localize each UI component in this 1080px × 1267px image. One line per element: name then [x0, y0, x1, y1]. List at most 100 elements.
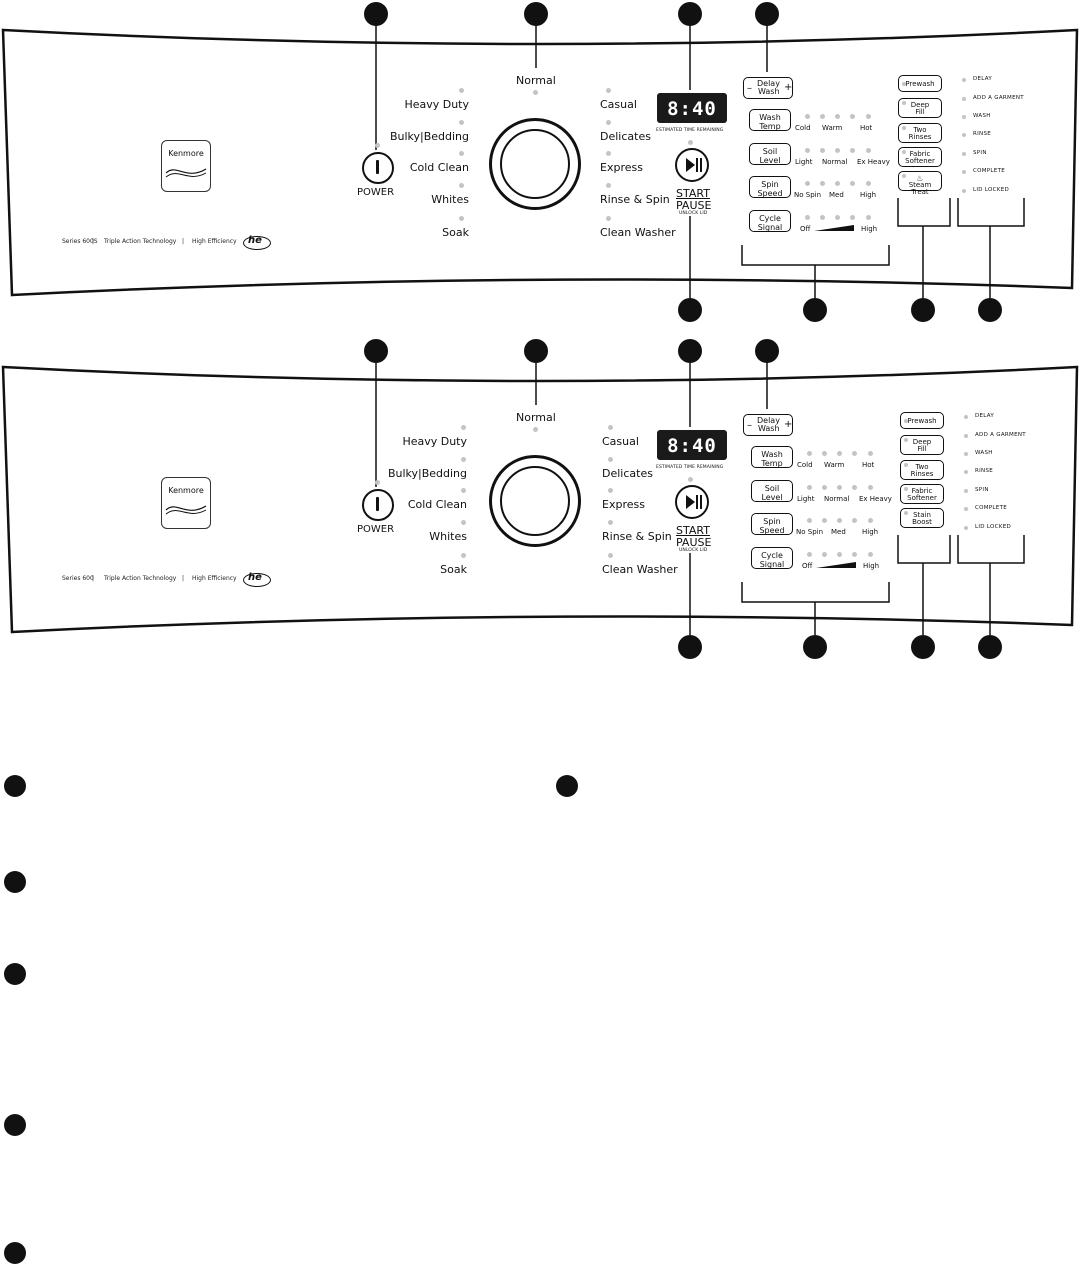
cycle-option[interactable]: Soak — [440, 563, 467, 576]
option-led — [902, 174, 906, 178]
status-led — [962, 78, 966, 82]
cycle-option[interactable]: Clean Washer — [602, 563, 678, 576]
efficiency-text: High Efficiency — [192, 575, 237, 582]
option-button[interactable]: Prewash — [900, 412, 944, 429]
cycle-led — [459, 120, 464, 125]
callout-marker — [364, 2, 388, 26]
cycle-option[interactable]: Soak — [442, 226, 469, 239]
status-label: ADD A GARMENT — [975, 432, 1026, 438]
callout-marker — [911, 298, 935, 322]
cycle-option[interactable]: Rinse & Spin — [600, 193, 670, 206]
delay-wash-button[interactable]: – Delay Wash + — [743, 77, 793, 99]
setting-level-label: Light — [795, 158, 813, 166]
power-icon — [376, 160, 379, 174]
status-label: SPIN — [973, 150, 987, 156]
cycle-normal[interactable]: Normal — [516, 74, 556, 87]
series-text: Series 600S — [62, 238, 98, 245]
setting-level-label: Hot — [862, 461, 875, 469]
cycle-led — [608, 553, 613, 558]
power-button[interactable] — [362, 489, 394, 521]
setting-level-label: Cold — [795, 124, 811, 132]
delay-plus[interactable]: + — [784, 82, 793, 93]
delay-wash-button[interactable]: – Delay Wash + — [743, 414, 793, 436]
cycle-option[interactable]: Express — [600, 161, 643, 174]
setting-level-label: High — [862, 528, 879, 536]
cycle-option[interactable]: Bulky|Bedding — [389, 130, 469, 143]
option-label-line2: Rinses — [910, 470, 934, 478]
legend-marker — [4, 775, 26, 797]
cycle-option[interactable]: Bulky|Bedding — [387, 467, 467, 480]
setting-led — [807, 451, 812, 456]
setting-label-line2: Signal — [759, 560, 785, 569]
cycle-option[interactable]: Delicates — [600, 130, 651, 143]
start-pause-button[interactable] — [675, 148, 709, 182]
panel-outline — [1, 14, 1079, 298]
setting-label-line1: Soil — [762, 147, 778, 156]
cycle-option[interactable]: Delicates — [602, 467, 653, 480]
status-label: RINSE — [975, 468, 994, 474]
setting-led — [835, 148, 840, 153]
cycle-option[interactable]: Casual — [600, 98, 637, 111]
start-pause-button[interactable] — [675, 485, 709, 519]
callout-marker — [755, 339, 779, 363]
cycle-led — [459, 151, 464, 156]
setting-led — [837, 451, 842, 456]
cycle-option[interactable]: Heavy Duty — [404, 98, 469, 111]
cycle-normal[interactable]: Normal — [516, 411, 556, 424]
setting-led — [807, 552, 812, 557]
time-display-value: 8:40 — [667, 435, 717, 457]
option-button[interactable]: ♨Steam Treat — [898, 171, 942, 196]
delay-plus[interactable]: + — [784, 419, 793, 430]
option-led — [904, 463, 908, 467]
setting-level-label: Cold — [797, 461, 813, 469]
status-label: WASH — [975, 450, 993, 456]
delay-minus[interactable]: – — [747, 420, 752, 431]
tech-sep: | — [182, 575, 185, 582]
cycle-option[interactable]: Whites — [429, 530, 467, 543]
power-button[interactable] — [362, 152, 394, 184]
cycle-option[interactable]: Casual — [602, 435, 639, 448]
option-label-line1: Prewash — [905, 80, 935, 88]
cycle-led — [533, 427, 538, 432]
option-label-line1: Deep — [912, 438, 932, 446]
series-sep: | — [92, 238, 95, 245]
cycle-option[interactable]: Clean Washer — [600, 226, 676, 239]
start-led — [688, 140, 693, 145]
cycle-led — [606, 120, 611, 125]
option-button[interactable]: Prewash — [898, 75, 942, 92]
cycle-option[interactable]: Express — [602, 498, 645, 511]
time-display-value: 8:40 — [667, 98, 717, 120]
status-label: COMPLETE — [975, 505, 1008, 511]
setting-level-label: Warm — [822, 124, 843, 132]
cycle-selector-knob[interactable] — [489, 118, 581, 210]
cycle-led — [608, 425, 613, 430]
he-logo-icon — [243, 236, 271, 250]
brand-logo: Kenmore — [161, 140, 211, 192]
cycle-option[interactable]: Cold Clean — [409, 161, 469, 174]
cycle-selector-knob[interactable] — [489, 455, 581, 547]
setting-led — [866, 215, 871, 220]
setting-led — [866, 181, 871, 186]
callout-marker — [678, 298, 702, 322]
cycle-option[interactable]: Cold Clean — [407, 498, 467, 511]
cycle-led — [461, 553, 466, 558]
cycle-option[interactable]: Heavy Duty — [402, 435, 467, 448]
delay-minus[interactable]: – — [747, 83, 752, 94]
cycle-option[interactable]: Whites — [431, 193, 469, 206]
cycle-option[interactable]: Rinse & Spin — [602, 530, 672, 543]
